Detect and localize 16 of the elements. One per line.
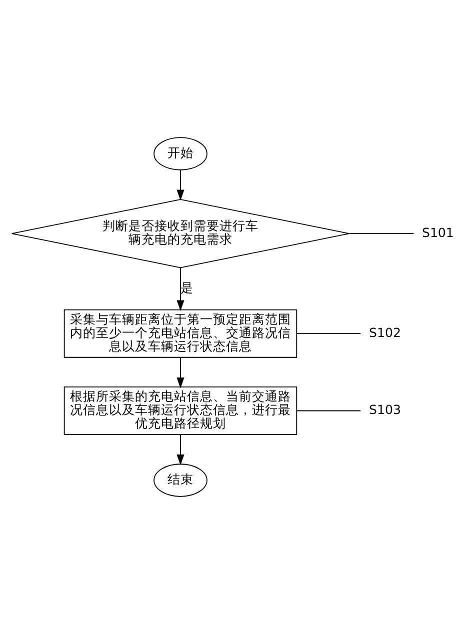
arrow — [176, 356, 184, 388]
connector — [296, 410, 361, 411]
arrow — [176, 434, 184, 465]
arrow — [176, 169, 184, 200]
node-diamond: 判断是否接收到需要进行车辆充电的充电需求 — [11, 198, 350, 268]
node-text: S101 — [422, 224, 454, 240]
node-box: 采集与车辆距离位于第一预定距离范围内的至少一个充电站信息、交通路况信息以及车辆运行状态信息 — [64, 308, 298, 358]
node-text: S102 — [369, 324, 401, 340]
node-ellipse: 开始 — [154, 136, 208, 170]
arrow — [176, 266, 184, 311]
node-ellipse: 结束 — [154, 463, 208, 496]
edge-label: 是 — [180, 280, 194, 295]
connector — [348, 232, 414, 234]
node-box: 根据所采集的充电站信息、当前交通路况信息以及车辆运行状态信息，进行最优充电路径规划 — [64, 386, 298, 434]
connector — [296, 332, 361, 334]
node-text: S103 — [369, 402, 401, 417]
